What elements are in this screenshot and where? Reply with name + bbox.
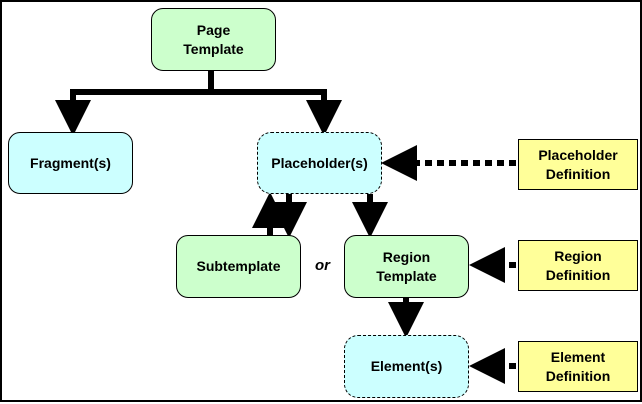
placeholder-definition-node[interactable]: Placeholder Definition	[518, 139, 638, 190]
elements-node[interactable]: Element(s)	[344, 335, 469, 398]
page-template-node[interactable]: Page Template	[151, 8, 276, 71]
tree-connector	[55, 71, 342, 136]
subtemplate-node[interactable]: Subtemplate	[176, 235, 301, 298]
fragments-node[interactable]: Fragment(s)	[8, 132, 133, 194]
or-label: or	[315, 257, 330, 274]
placeholders-node[interactable]: Placeholder(s)	[257, 132, 382, 194]
region-template-node[interactable]: Region Template	[344, 235, 469, 298]
element-definition-node[interactable]: Element Definition	[518, 341, 638, 392]
region-definition-node[interactable]: Region Definition	[518, 240, 638, 291]
